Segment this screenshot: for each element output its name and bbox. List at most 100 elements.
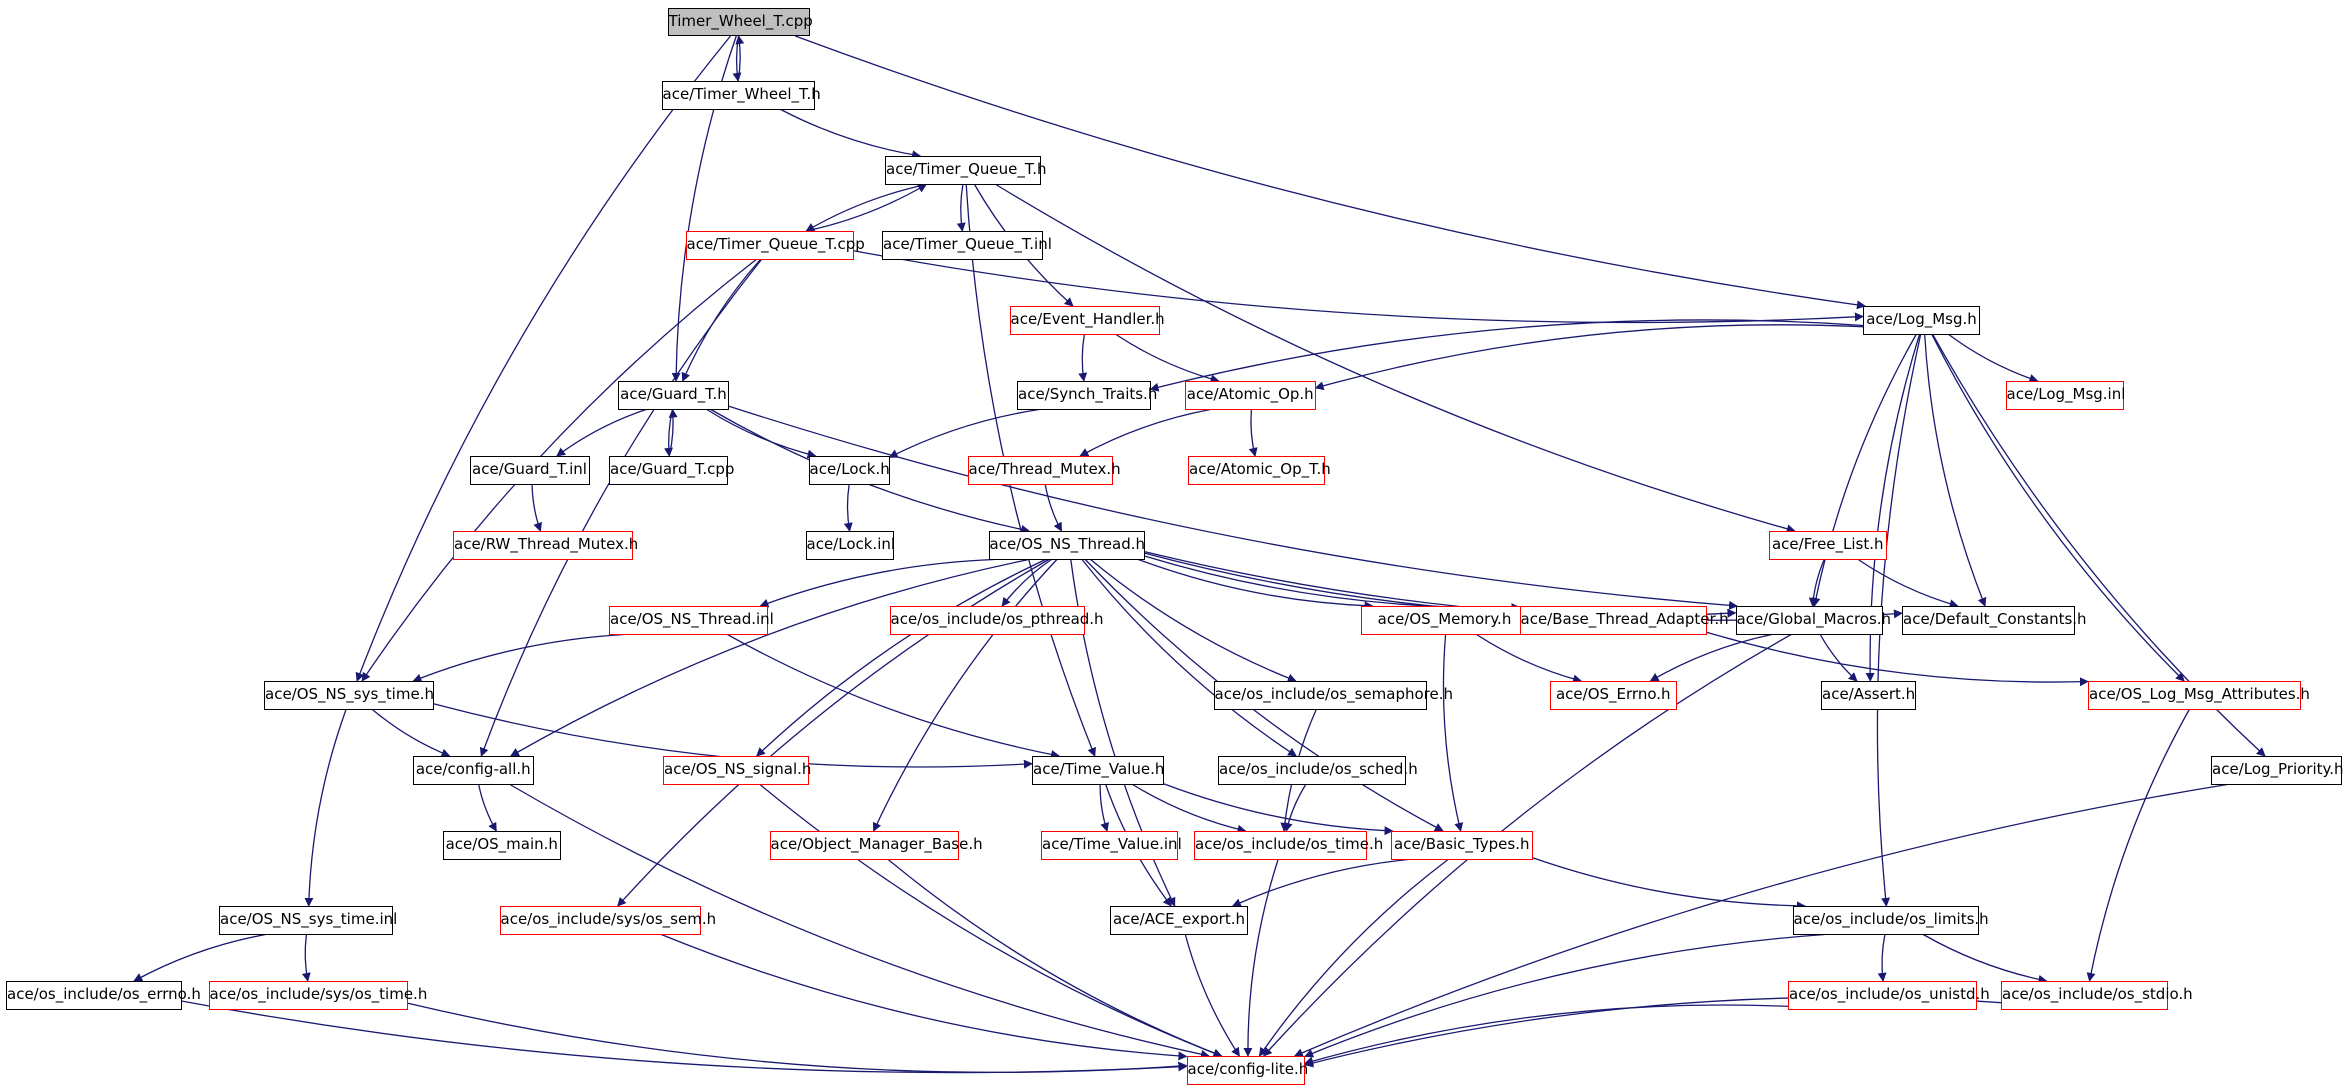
node-global-macros-h[interactable]: ace/Global_Macros.h [1735,606,1891,635]
edge-n19-n28 [1090,558,1297,683]
edge-n19-n38 [872,559,1058,832]
node-free-list-h[interactable]: ace/Free_List.h [1768,531,1887,560]
node-default-constants-h[interactable]: ace/Default_Constants.h [1902,606,2087,635]
node-sys-os-sem-h[interactable]: ace/os_include/sys/os_sem.h [499,906,716,935]
node-guard-t-h[interactable]: ace/Guard_T.h [618,381,729,410]
edge-n6-n9 [1078,334,1088,382]
edge-n7-n26 [1924,334,1987,607]
edge-n43-n50 [661,933,1188,1061]
node-os-stdio-h[interactable]: ace/os_include/os_stdio.h [2001,981,2193,1010]
node-event-handler-h[interactable]: ace/Event_Handler.h [1009,306,1165,335]
edge-n13-n8 [668,408,678,457]
edge-n7-n31 [1931,334,2185,682]
node-log-msg-h[interactable]: ace/Log_Msg.h [1863,306,1980,335]
node-time-value-h[interactable]: ace/Time_Value.h [1032,756,1164,785]
edge-n32-n50 [509,783,1210,1059]
node-timer-queue-t-cpp[interactable]: ace/Timer_Queue_T.cpp [685,231,865,260]
edge-n1-n27 [355,35,732,682]
edge-n19-n23 [1138,558,1374,611]
edge-n10-n15 [1079,408,1211,457]
node-basic-types-h[interactable]: ace/Basic_Types.h [1390,831,1533,860]
edge-n34-n40 [1132,783,1247,834]
edge-n19-n32 [510,558,1030,757]
node-config-lite-h[interactable]: ace/config-lite.h [1186,1056,1308,1085]
edge-n7-n10 [1314,324,1864,391]
edge-n31-n49 [2086,709,2190,982]
node-os-sched-h[interactable]: ace/os_include/os_sched.h [1218,756,1418,785]
node-os-main-h[interactable]: ace/OS_main.h [442,831,561,860]
edge-n27-n42 [304,709,347,907]
node-timer-wheel-t-cpp[interactable]: Timer_Wheel_T.cpp [667,7,813,36]
node-synch-traits-h[interactable]: ace/Synch_Traits.h [1017,381,1157,410]
node-timer-queue-t-h[interactable]: ace/Timer_Queue_T.h [885,156,1047,185]
node-os-errno-include-h[interactable]: ace/os_include/os_errno.h [6,981,201,1010]
node-os-ns-signal-h[interactable]: ace/OS_NS_signal.h [663,756,811,785]
edge-n23-n29 [1476,633,1583,684]
node-guard-t-cpp[interactable]: ace/Guard_T.cpp [609,456,734,485]
edge-n2-n1 [735,35,745,82]
node-os-memory-h[interactable]: ace/OS_Memory.h [1360,606,1529,635]
node-os-ns-thread-inl[interactable]: ace/OS_NS_Thread.inl [609,606,774,635]
edge-n19-n35 [1081,559,1297,757]
node-guard-t-inl[interactable]: ace/Guard_T.inl [469,456,590,485]
edge-n8-n25 [728,405,1738,610]
edge-n4-n32 [479,259,762,757]
edge-n45-n48 [1877,934,1887,982]
node-atomic-op-t-h[interactable]: ace/Atomic_Op_T.h [1188,456,1331,485]
node-os-pthread-h[interactable]: ace/os_include/os_pthread.h [889,606,1104,635]
node-ace-export-h[interactable]: ace/ACE_export.h [1110,906,1248,935]
node-os-unistd-h[interactable]: ace/os_include/os_unistd.h [1788,981,1990,1010]
node-os-errno-h[interactable]: ace/OS_Errno.h [1549,681,1677,710]
edge-n42-n47 [301,934,311,982]
node-lock-h[interactable]: ace/Lock.h [808,456,890,485]
node-os-log-msg-attributes-h[interactable]: ace/OS_Log_Msg_Attributes.h [2088,681,2310,710]
node-os-time-h[interactable]: ace/os_include/os_time.h [1194,831,1383,860]
edge-n41-n50 [1258,858,1449,1057]
node-log-msg-inl[interactable]: ace/Log_Msg.inl [2005,381,2125,410]
node-os-limits-h[interactable]: ace/os_include/os_limits.h [1792,906,1989,935]
edge-n19-n22 [1001,558,1052,607]
node-base-thread-adapter-h[interactable]: ace/Base_Thread_Adapter.h [1519,606,1729,635]
node-timer-wheel-t-h[interactable]: ace/Timer_Wheel_T.h [661,81,821,110]
edge-n15-n19 [1044,484,1063,532]
edge-n38-n50 [887,858,1223,1058]
node-os-ns-sys-time-h[interactable]: ace/OS_NS_sys_time.h [264,681,434,710]
edge-n41-n45 [1532,857,1806,911]
node-timer-queue-t-inl[interactable]: ace/Timer_Queue_T.inl [882,231,1052,260]
node-assert-h[interactable]: ace/Assert.h [1821,681,1916,710]
edge-n4-n7 [853,250,1864,324]
edge-n21-n34 [727,633,1060,759]
node-object-manager-base-h[interactable]: ace/Object_Manager_Base.h [769,831,983,860]
node-log-priority-h[interactable]: ace/Log_Priority.h [2211,756,2344,785]
node-rw-thread-mutex-h[interactable]: ace/RW_Thread_Mutex.h [453,531,638,560]
node-os-ns-sys-time-inl[interactable]: ace/OS_NS_sys_time.inl [219,906,397,935]
node-os-semaphore-h[interactable]: ace/os_include/os_semaphore.h [1213,681,1453,710]
node-lock-inl[interactable]: ace/Lock.inl [805,531,895,560]
edge-n1-n7 [794,35,1866,310]
edge-n19-n21 [759,558,995,608]
node-config-all-h[interactable]: ace/config-all.h [412,756,534,785]
edge-n3-n20 [995,183,1796,534]
edge-n19-n41 [1084,559,1444,832]
edge-n32-n37 [478,784,497,832]
edge-n45-n49 [1922,933,2048,984]
edge-n10-n16 [1248,409,1258,457]
edge-n23-n41 [1442,634,1464,832]
edge-n12-n17 [531,484,543,532]
edge-n34-n39 [1099,784,1109,832]
node-sys-os-time-h[interactable]: ace/os_include/sys/os_time.h [208,981,427,1010]
edge-n3-n4 [805,183,927,232]
edge-n7-n11 [1948,333,2039,383]
edge-n24-n31 [1706,631,2089,687]
edge-n20-n26 [1857,558,1959,609]
node-thread-mutex-h[interactable]: ace/Thread_Mutex.h [967,456,1121,485]
edge-n34-n41 [1163,783,1394,836]
edge-n25-n30 [1819,634,1858,682]
edge-n19-n33 [756,558,1046,757]
node-atomic-op-h[interactable]: ace/Atomic_Op.h [1185,381,1316,410]
node-os-ns-thread-h[interactable]: ace/OS_NS_Thread.h [988,531,1145,560]
node-time-value-inl[interactable]: ace/Time_Value.inl [1041,831,1182,860]
edge-n25-n29 [1649,633,1772,682]
edge-n7-n9 [1149,319,1864,392]
